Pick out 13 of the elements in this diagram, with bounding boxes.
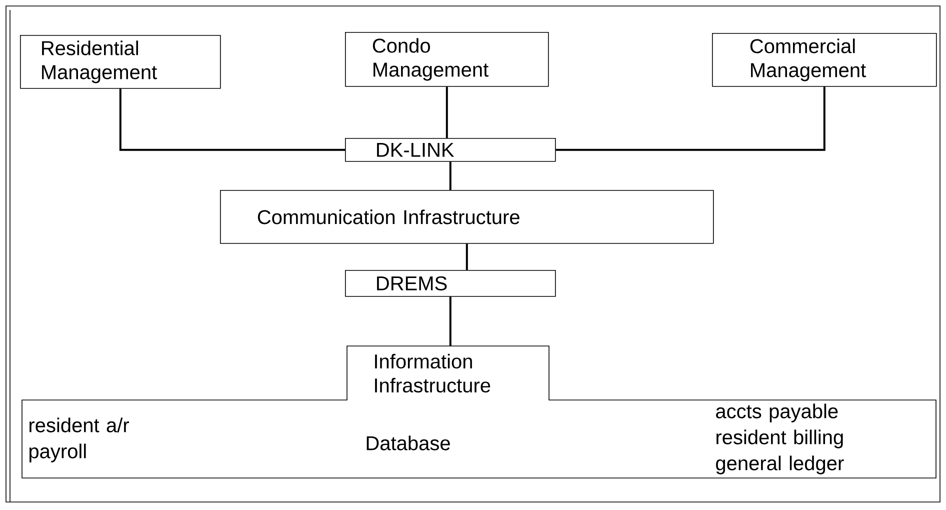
system-box: Commercial Management [712, 33, 937, 87]
system-box: Residential Management [20, 35, 221, 89]
connector-line [449, 162, 452, 190]
connector-line [466, 244, 468, 270]
connector-line [446, 86, 448, 138]
connector-line [556, 86, 826, 151]
system-box: Condo Management [345, 32, 549, 87]
system-box: Communication Infrastructure [220, 190, 714, 244]
system-box: DREMS [345, 270, 556, 297]
system-box: DK-LINK [345, 138, 556, 162]
database-box: Information Infrastructure resident a/r payroll Database accts payable resident billing general ledger [22, 346, 936, 478]
connector-line [449, 296, 452, 346]
connector-line [119, 88, 345, 151]
